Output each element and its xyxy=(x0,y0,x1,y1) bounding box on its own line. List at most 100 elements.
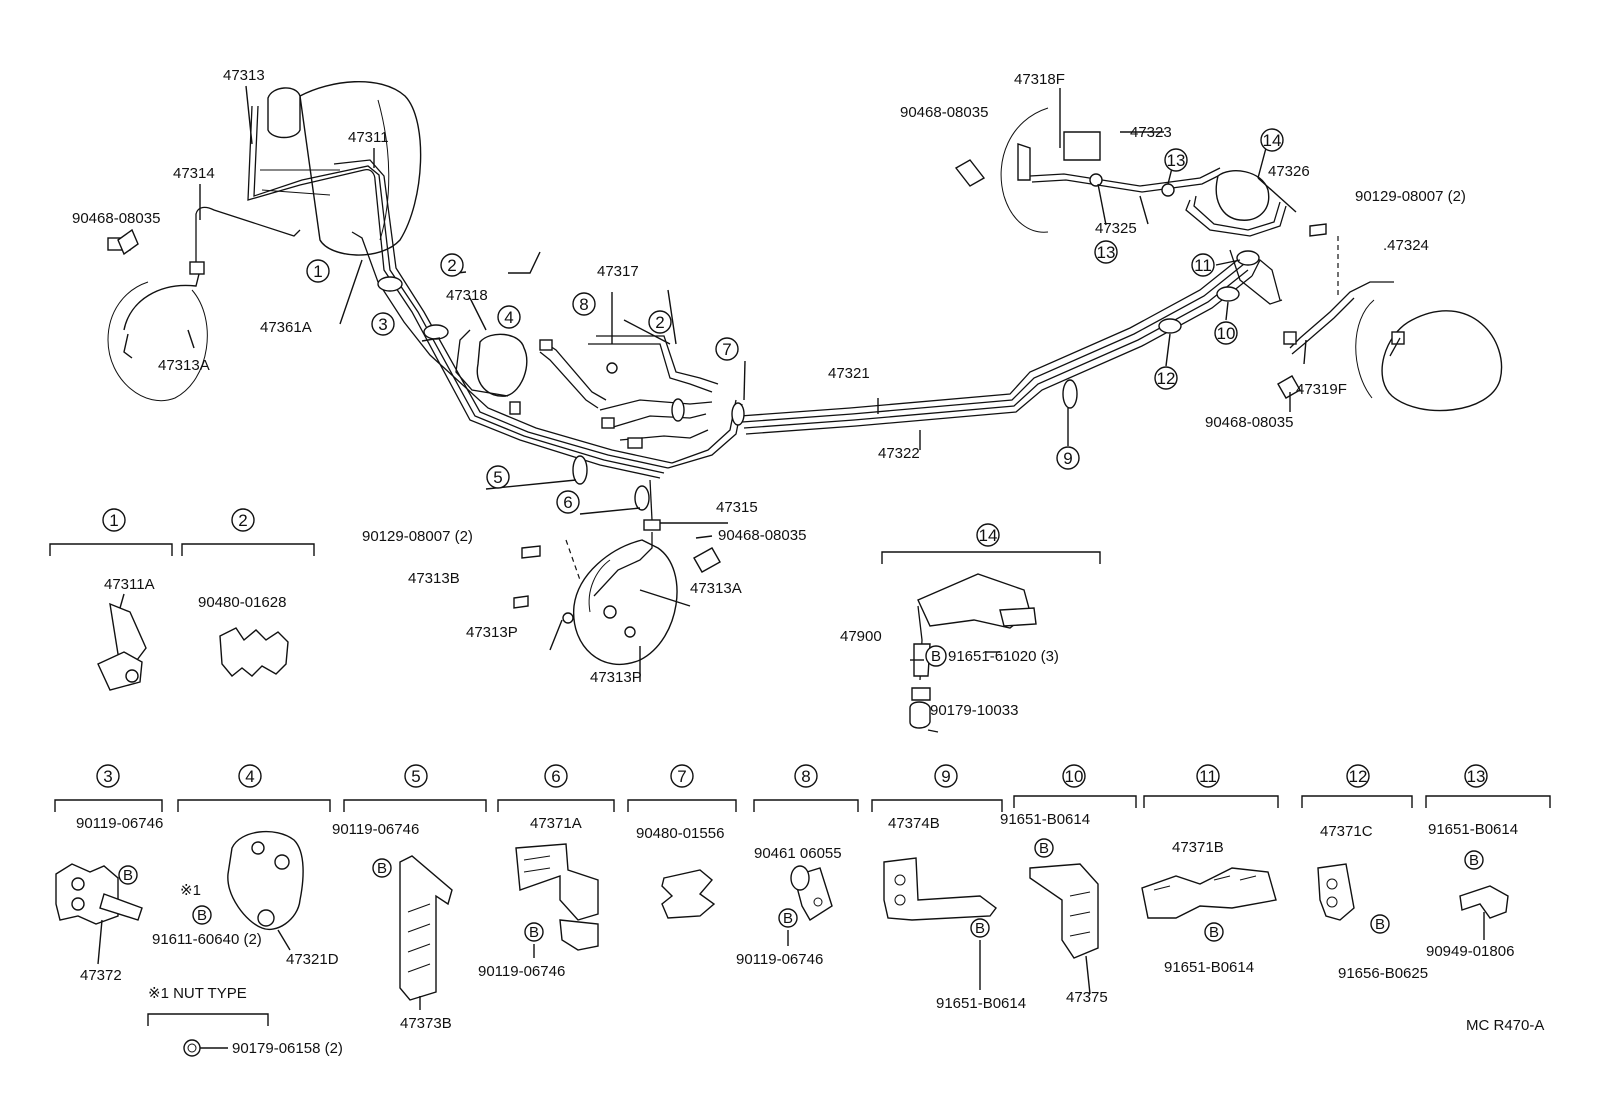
marker-13b: 13 xyxy=(1094,240,1118,264)
callout-90468-08035-rr-bot: 90468-08035 xyxy=(1205,414,1293,431)
marker-6: 6 xyxy=(556,490,580,514)
svg-text:B: B xyxy=(1039,840,1049,857)
callout-47319F: 47319F xyxy=(1296,381,1347,398)
svg-text:B: B xyxy=(377,860,387,877)
nut-type-note: ※1 NUT TYPE 90179-06158 (2) xyxy=(147,985,343,1057)
callout-90468-08035-lf: 90468-08035 xyxy=(72,210,160,227)
marker-10: 10 xyxy=(1214,321,1238,345)
svg-text:2: 2 xyxy=(655,313,664,332)
callout-47313P-b: 47313P xyxy=(590,669,642,686)
svg-text:B: B xyxy=(197,907,207,924)
callout-47321: 47321 xyxy=(828,365,870,382)
svg-text:91651-B0614: 91651-B0614 xyxy=(1000,811,1090,828)
detail-4: 4 ※1 B 91611-60640 (2) 47321D xyxy=(152,764,339,968)
callout-47314: 47314 xyxy=(173,165,215,182)
detail-3: 3 90119-06746 B 47372 xyxy=(54,764,163,984)
svg-text:B: B xyxy=(1375,916,1385,933)
svg-text:47311A: 47311A xyxy=(104,576,155,593)
marker-2b: 2 xyxy=(648,310,672,334)
callout-47313P-a: 47313P xyxy=(466,624,518,641)
detail-5: 5 90119-06746 B 47373B xyxy=(332,764,487,1032)
svg-text:13: 13 xyxy=(1167,151,1186,170)
callout-90468-08035-rr-top: 90468-08035 xyxy=(900,104,988,121)
detail-8: 8 90461 06055 B 90119-06746 xyxy=(736,764,859,968)
svg-text:11: 11 xyxy=(1194,256,1212,275)
leader-lines xyxy=(187,85,1339,733)
bolt-mark: B xyxy=(925,645,947,667)
svg-text:B: B xyxy=(931,648,941,665)
marker-8: 8 xyxy=(572,292,596,316)
svg-text:90480-01556: 90480-01556 xyxy=(636,825,724,842)
detail-14-header: 14 xyxy=(881,523,1101,564)
svg-text:47321D: 47321D xyxy=(286,951,339,968)
svg-text:90480-01628: 90480-01628 xyxy=(198,594,286,611)
svg-text:90949-01806: 90949-01806 xyxy=(1426,943,1514,960)
svg-text:6: 6 xyxy=(563,493,572,512)
svg-text:5: 5 xyxy=(493,468,502,487)
marker-11: 11 xyxy=(1191,253,1215,277)
svg-text:11: 11 xyxy=(1199,767,1217,786)
svg-text:7: 7 xyxy=(677,767,686,786)
marker-1: 1 xyxy=(306,259,330,283)
bracket-clips-main xyxy=(117,159,1327,624)
svg-text:47371A: 47371A xyxy=(530,815,582,832)
callout-47318: 47318 xyxy=(446,287,488,304)
callout-90129-08007-lr: 90129-08007 (2) xyxy=(362,528,473,545)
svg-text:14: 14 xyxy=(1263,131,1282,150)
detail-13: 13 91651-B0614 B 90949-01806 xyxy=(1425,764,1551,960)
callout-90129-08007-rr: 90129-08007 (2) xyxy=(1355,188,1466,205)
svg-text:5: 5 xyxy=(411,767,420,786)
marker-3: 3 xyxy=(371,312,395,336)
rear-right-assembly xyxy=(1000,107,1503,412)
svg-text:12: 12 xyxy=(1349,767,1368,786)
callout-47318F: 47318F xyxy=(1014,71,1065,88)
main-rear-pipes xyxy=(739,257,1281,435)
svg-text:91651-B0614: 91651-B0614 xyxy=(1428,821,1518,838)
detail-11: 11 47371B B 91651-B0614 xyxy=(1141,764,1279,976)
svg-text:7: 7 xyxy=(722,340,731,359)
svg-text:2: 2 xyxy=(238,511,247,530)
svg-text:B: B xyxy=(1469,852,1479,869)
callout-47313A-lf: 47313A xyxy=(158,357,210,374)
svg-text:90119-06746: 90119-06746 xyxy=(478,963,565,980)
marker-9: 9 xyxy=(1056,446,1080,470)
callout-90179-10033: 90179-10033 xyxy=(930,702,1018,719)
svg-text:47372: 47372 xyxy=(80,967,122,984)
svg-text:90119-06746: 90119-06746 xyxy=(736,951,823,968)
callout-47900: 47900 xyxy=(840,628,882,645)
detail-10: 10 91651-B0614 B 47375 xyxy=(1000,764,1137,1006)
svg-text:10: 10 xyxy=(1217,324,1236,343)
svg-text:1: 1 xyxy=(313,262,322,281)
svg-text:91611-60640 (2): 91611-60640 (2) xyxy=(152,931,262,948)
svg-text:6: 6 xyxy=(551,767,560,786)
callout-91651-61020: 91651-61020 (3) xyxy=(948,648,1059,665)
svg-text:9: 9 xyxy=(1063,449,1072,468)
detail-9: 9 47374B B 91651-B0614 xyxy=(871,764,1026,1012)
main-callouts: 47313 47311 47314 90468-08035 47313A 473… xyxy=(72,67,1466,719)
svg-text:3: 3 xyxy=(378,315,387,334)
callout-47313: 47313 xyxy=(223,67,265,84)
detail-7: 7 90480-01556 xyxy=(627,764,737,919)
svg-text:13: 13 xyxy=(1467,767,1486,786)
svg-text:47374B: 47374B xyxy=(888,815,940,832)
detail-12: 12 47371C B 91656-B0625 xyxy=(1301,764,1428,982)
callout-47313A-lr: 47313A xyxy=(690,580,742,597)
left-rear-brake-drawing xyxy=(565,532,678,666)
marker-12: 12 xyxy=(1154,366,1178,390)
marker-14: 14 xyxy=(1260,128,1284,152)
brake-booster-drawing xyxy=(260,80,422,256)
callout-47315: 47315 xyxy=(716,499,758,516)
svg-text:47371C: 47371C xyxy=(1320,823,1373,840)
svg-text:B: B xyxy=(123,867,133,884)
marker-5: 5 xyxy=(486,465,510,489)
svg-text:※1: ※1 xyxy=(180,882,201,899)
load-sensing-valve-drawing xyxy=(909,573,1037,729)
svg-text:90179-06158 (2): 90179-06158 (2) xyxy=(232,1040,343,1057)
detail-1: 1 47311A xyxy=(49,508,173,691)
callout-47313B: 47313B xyxy=(408,570,460,587)
callout-47361A: 47361A xyxy=(260,319,312,336)
callout-47325: 47325 xyxy=(1095,220,1137,237)
callout-47317: 47317 xyxy=(597,263,639,280)
svg-text:47371B: 47371B xyxy=(1172,839,1224,856)
